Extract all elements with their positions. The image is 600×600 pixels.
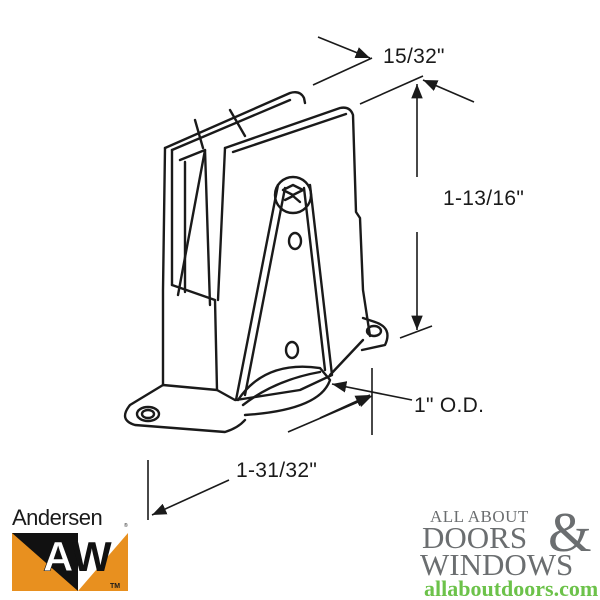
andersen-logo: Andersen ® A W TM	[12, 505, 128, 593]
dimension-lines	[147, 36, 475, 520]
dimension-label-length: 1-31/32"	[236, 459, 318, 482]
andersen-wordmark: Andersen	[12, 505, 103, 530]
logo-line-windows: WINDOWS	[420, 547, 574, 582]
andersen-aw-mark-icon: A W	[12, 533, 128, 591]
dimension-label-wheel-diameter: 1" O.D.	[414, 394, 485, 417]
roller-housing	[123, 90, 389, 434]
svg-text:W: W	[72, 533, 112, 580]
registered-mark: ®	[124, 523, 128, 529]
all-about-doors-logo: ALL ABOUT DOORS & WINDOWS allaboutdoors.…	[420, 502, 600, 600]
dimension-label-height: 1-13/16"	[443, 187, 525, 210]
logo-url: allaboutdoors.com	[424, 576, 599, 600]
logo-line-all-about: ALL ABOUT	[430, 507, 529, 526]
dimension-label-width: 15/32"	[383, 45, 445, 68]
logo-line-doors: DOORS	[422, 520, 528, 555]
logo-ampersand: &	[548, 502, 592, 564]
svg-text:A: A	[43, 533, 73, 580]
trademark-mark: TM	[110, 583, 121, 590]
